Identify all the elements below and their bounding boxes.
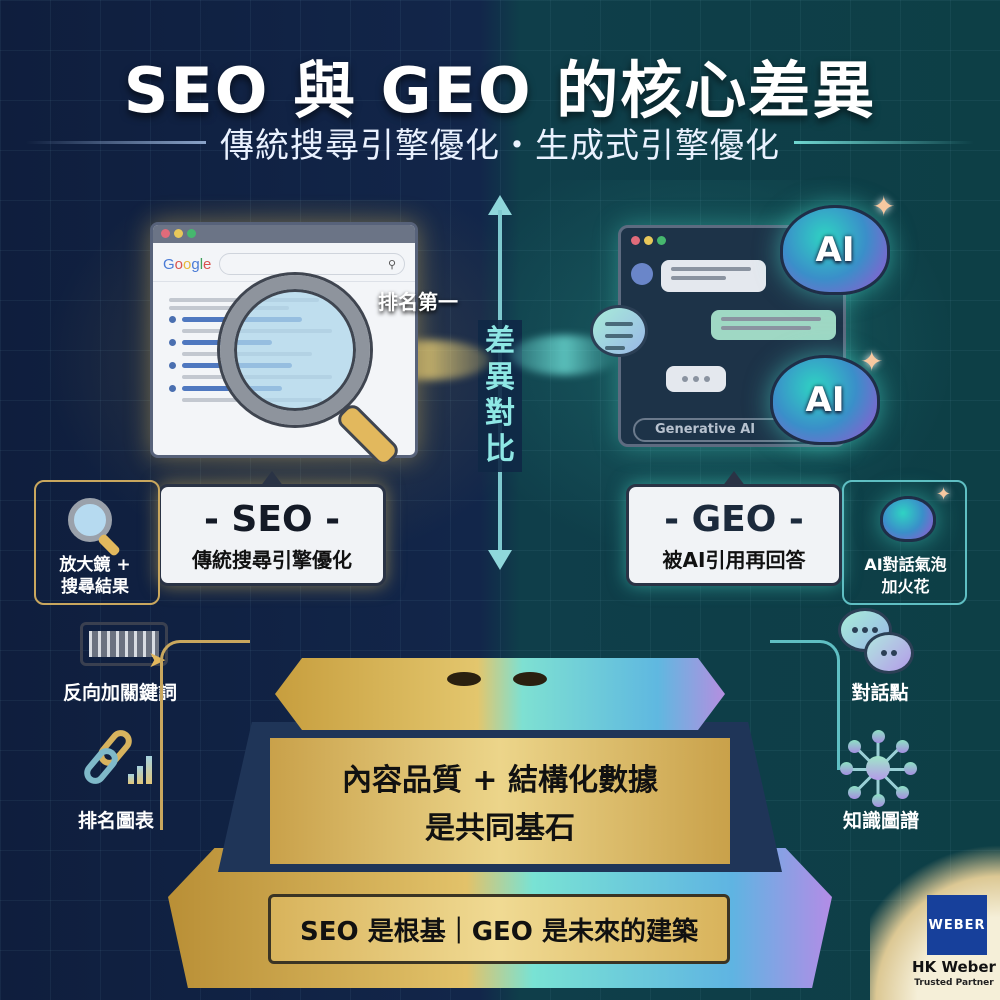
geo-socket	[513, 672, 547, 686]
search-icon: ⚲	[387, 257, 396, 271]
foundation-line-2: 是共同基石	[425, 811, 575, 846]
foundation-line-1: 內容品質 + 結構化數據	[341, 763, 659, 798]
window-minimize-dot	[644, 236, 653, 245]
summary-plaque: SEO 是根基｜GEO 是未來的建築	[268, 894, 730, 964]
sparkle-icon: ✦	[860, 345, 884, 378]
window-close-dot	[161, 229, 170, 238]
window-titlebar	[153, 225, 415, 243]
geo-callout: - GEO - 被AI引用再回答	[626, 484, 842, 586]
window-maximize-dot	[187, 229, 196, 238]
geo-callout-title: - GEO -	[664, 499, 804, 540]
pedestal-top	[275, 658, 725, 730]
foundation-panel: 內容品質 + 結構化數據 是共同基石	[270, 738, 730, 864]
subtitle-divider-right	[794, 141, 974, 144]
knowledge-graph-icon	[840, 730, 917, 807]
rank-first-label: 排名第一	[378, 290, 458, 314]
geo-feature-label: 知識圖譜	[842, 810, 919, 832]
comparison-char: 比	[485, 432, 515, 467]
brand-tagline: Trusted Partner	[914, 978, 994, 988]
window-maximize-dot	[657, 236, 666, 245]
result-line	[169, 306, 289, 310]
bar-chart-icon	[128, 756, 152, 784]
comparison-char: 異	[485, 360, 515, 395]
ai-chat-bubble	[711, 310, 836, 340]
window-minimize-dot	[174, 229, 183, 238]
label-line: 加火花	[881, 577, 930, 596]
ai-brain-sparkle-icon	[880, 496, 936, 542]
ai-brain-icon: AI	[780, 205, 890, 295]
seo-socket	[447, 672, 481, 686]
label-line: AI對話氣泡	[864, 555, 947, 574]
subtitle-row: 傳統搜尋引擎優化・生成式引擎優化	[0, 118, 1000, 167]
geo-feature-box	[842, 480, 967, 605]
user-avatar-icon	[631, 263, 653, 285]
magnifier-icon	[68, 498, 112, 542]
seo-feature-box	[34, 480, 160, 605]
seo-feature-label: 排名圖表	[77, 810, 154, 832]
comparison-label: 差 異 對 比	[478, 320, 522, 472]
seo-callout-subtitle: 傳統搜尋引擎優化	[192, 548, 352, 572]
page-title: SEO 與 GEO 的核心差異	[123, 54, 877, 127]
geo-connector-line	[770, 640, 840, 770]
label-line: 搜尋結果	[61, 577, 129, 597]
subtitle: 傳統搜尋引擎優化・生成式引擎優化	[220, 126, 780, 166]
chat-bubbles-icon	[838, 608, 918, 678]
user-chat-bubble	[661, 260, 766, 292]
subtitle-divider-left	[26, 141, 206, 144]
seo-feature-label: 放大鏡 + 搜尋結果	[40, 554, 150, 598]
window-close-dot	[631, 236, 640, 245]
seo-connector-line	[160, 640, 250, 830]
seo-feature-label: 反向加關鍵詞	[62, 682, 177, 704]
typing-indicator-bubble	[666, 366, 726, 392]
geo-feature-label: AI對話氣泡 加火花	[848, 554, 963, 598]
sparkle-icon: ✦	[936, 484, 952, 505]
label-line: 放大鏡 +	[59, 555, 131, 575]
sparkle-icon: ✦	[872, 190, 896, 223]
arrow-up-icon	[488, 195, 512, 215]
brand-name: HK Weber	[912, 958, 996, 976]
ai-brain-icon: AI	[770, 355, 880, 445]
keyboard-cursor-icon	[80, 622, 168, 666]
google-logo: Google	[163, 255, 212, 273]
arrow-down-icon	[488, 550, 512, 570]
seo-callout: - SEO - 傳統搜尋引擎優化	[158, 484, 386, 586]
window-titlebar	[621, 228, 843, 246]
magnifying-glass-icon	[220, 275, 370, 425]
geo-callout-subtitle: 被AI引用再回答	[662, 548, 806, 572]
comparison-char: 對	[485, 396, 515, 431]
seo-callout-title: - SEO -	[203, 499, 341, 540]
search-input: ⚲	[219, 253, 405, 275]
weber-logo: WEBER	[927, 895, 987, 955]
geo-feature-label: 對話點	[851, 682, 909, 704]
chat-bubble-icon	[590, 305, 648, 357]
